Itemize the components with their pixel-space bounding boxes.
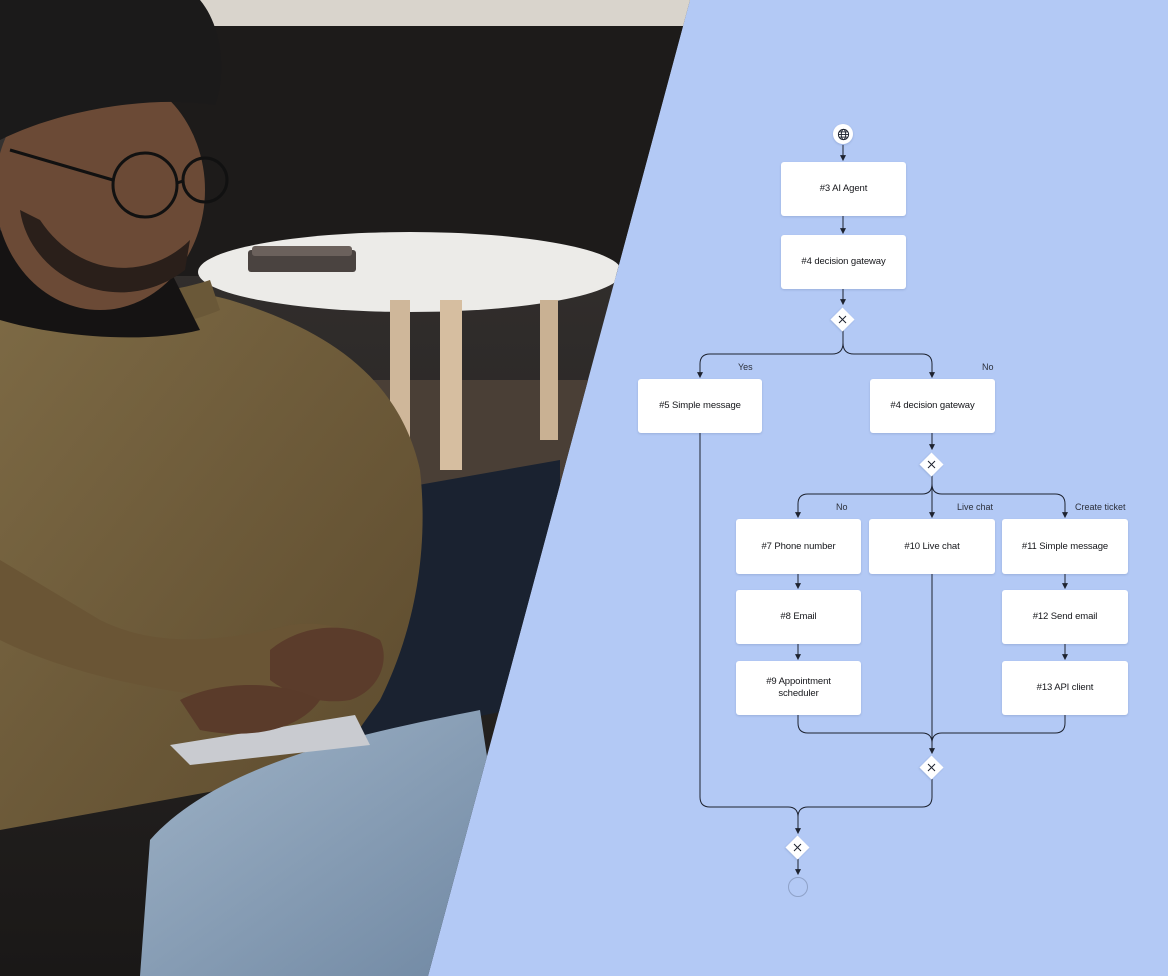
node-ai-agent[interactable]: #3 AI Agent [781, 162, 906, 216]
node-simple-message-5[interactable]: #5 Simple message [638, 379, 762, 433]
gateway-merge-1[interactable] [919, 755, 944, 780]
node-send-email[interactable]: #12 Send email [1002, 590, 1128, 644]
gateway-merge-final[interactable] [785, 835, 810, 860]
connector-split-branches [699, 330, 933, 376]
start-event[interactable] [833, 124, 853, 144]
end-event[interactable] [788, 877, 808, 897]
edge-label-create-ticket: Create ticket [1075, 502, 1126, 512]
edge-label-no-2: No [836, 502, 848, 512]
node-decision-gateway-1[interactable]: #4 decision gateway [781, 235, 906, 289]
node-decision-gateway-2[interactable]: #4 decision gateway [870, 379, 995, 433]
node-live-chat[interactable]: #10 Live chat [869, 519, 995, 574]
node-email[interactable]: #8 Email [736, 590, 861, 644]
globe-icon [837, 128, 849, 140]
gateway-exclusive-2[interactable] [919, 452, 944, 477]
close-x-icon [927, 763, 936, 772]
node-appointment-scheduler[interactable]: #9 Appointment scheduler [736, 661, 861, 715]
node-simple-message-11[interactable]: #11 Simple message [1002, 519, 1128, 574]
edge-label-no-1: No [982, 362, 994, 372]
gateway-exclusive-1[interactable] [830, 307, 855, 332]
connector-final-merge [699, 433, 933, 833]
edge-label-yes: Yes [738, 362, 753, 372]
node-phone-number[interactable]: #7 Phone number [736, 519, 861, 574]
close-x-icon [838, 315, 847, 324]
close-x-icon [793, 843, 802, 852]
edge-label-live-chat: Live chat [957, 502, 994, 512]
connector-merge-branches [797, 574, 1066, 753]
close-x-icon [927, 460, 936, 469]
node-api-client[interactable]: #13 API client [1002, 661, 1128, 715]
